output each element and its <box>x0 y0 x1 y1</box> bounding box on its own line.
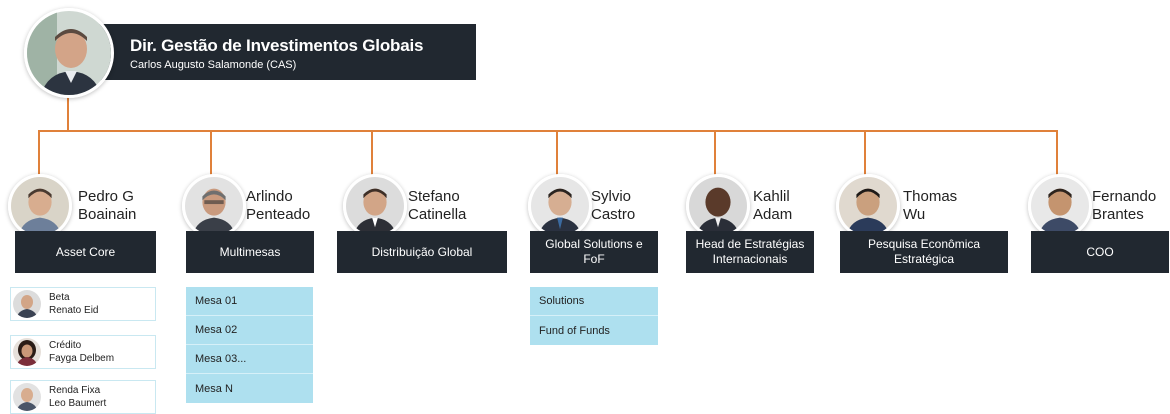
root-avatar <box>24 8 114 98</box>
dept-estrategias-internacionais: Head de Estratégias Internacionais <box>686 231 814 273</box>
root-node: Dir. Gestão de Investimentos Globais Car… <box>96 24 476 80</box>
dept-distribuicao-global: Distribuição Global <box>337 231 507 273</box>
root-connector <box>67 92 69 132</box>
list-item: Mesa 02 <box>186 316 313 345</box>
team-name-renato: Renato Eid <box>49 305 99 316</box>
connector-arlindo <box>210 130 212 176</box>
dept-asset-core: Asset Core <box>15 231 156 273</box>
avatar-renato <box>13 290 41 318</box>
connector-stefano <box>371 130 373 176</box>
avatar-arlindo <box>182 174 246 238</box>
dept-pesquisa-economica: Pesquisa Econômica Estratégica <box>840 231 1008 273</box>
root-subtitle: Carlos Augusto Salamonde (CAS) <box>130 59 297 71</box>
connector-kahlil <box>714 130 716 176</box>
avatar-thomas <box>836 174 900 238</box>
dept-global-solutions: Global Solutions e FoF <box>530 231 658 273</box>
connector-pedro <box>38 130 40 176</box>
avatar-pedro <box>8 174 72 238</box>
avatar-fayga <box>13 338 41 366</box>
root-title: Dir. Gestão de Investimentos Globais <box>130 36 424 55</box>
list-item: Mesa N <box>195 382 233 395</box>
avatar-stefano <box>343 174 407 238</box>
avatar-sylvio <box>528 174 592 238</box>
team-area-renda-fixa: Renda Fixa <box>49 385 101 396</box>
multimesas-list: Mesa 01 Mesa 02 Mesa 03... Mesa N <box>186 287 313 403</box>
avatar-leo <box>13 383 41 411</box>
avatar-fernando <box>1028 174 1092 238</box>
team-name-fayga: Fayga Delbem <box>49 353 115 364</box>
list-item: Fund of Funds <box>539 324 610 337</box>
list-item: Mesa 03... <box>186 345 313 374</box>
avatar-kahlil <box>686 174 750 238</box>
team-name-leo: Leo Baumert <box>49 398 107 409</box>
list-item: Solutions <box>530 287 658 316</box>
dept-multimesas: Multimesas <box>186 231 314 273</box>
list-item: Mesa 01 <box>186 287 313 316</box>
team-area-beta: Beta <box>49 292 70 303</box>
connector-sylvio <box>556 130 558 176</box>
connector-fernando <box>1056 130 1058 176</box>
connector-thomas <box>864 130 866 176</box>
team-area-credito: Crédito <box>49 340 82 351</box>
dept-coo: COO <box>1031 231 1169 273</box>
horizontal-connector <box>38 130 1058 132</box>
global-solutions-list: Solutions Fund of Funds <box>530 287 658 345</box>
